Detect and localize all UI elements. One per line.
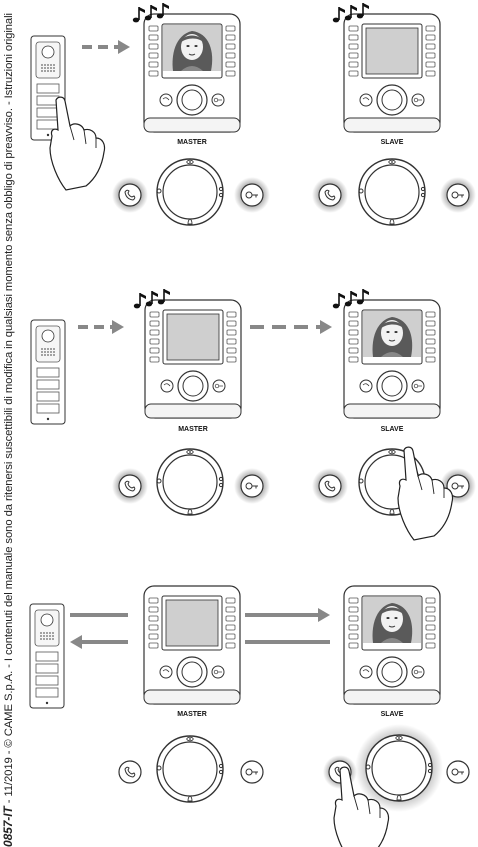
arrow-head bbox=[320, 320, 332, 334]
face-portrait-icon bbox=[362, 310, 422, 358]
slave-label: SLAVE bbox=[381, 711, 404, 718]
pointing-hand-icon bbox=[397, 446, 454, 541]
key-button[interactable] bbox=[446, 760, 470, 784]
key-button[interactable] bbox=[446, 183, 470, 207]
master-controls bbox=[112, 158, 270, 226]
navigation-dial[interactable] bbox=[358, 158, 426, 226]
arrow-head bbox=[112, 320, 124, 334]
handset-button[interactable] bbox=[118, 760, 142, 784]
face-portrait-icon bbox=[162, 24, 222, 72]
pointing-hand-icon bbox=[49, 96, 106, 191]
master-label: MASTER bbox=[177, 711, 207, 718]
slave-controls bbox=[312, 446, 476, 541]
arrow-head bbox=[70, 635, 82, 649]
master-monitor bbox=[143, 13, 241, 133]
door-panel bbox=[29, 603, 65, 709]
row-1: MASTER SLAVE bbox=[30, 2, 476, 226]
navigation-dial[interactable] bbox=[365, 734, 433, 802]
slave-label: SLAVE bbox=[381, 426, 404, 433]
key-button[interactable] bbox=[240, 760, 264, 784]
row-3: MASTER SLAVE bbox=[29, 585, 470, 847]
master-controls bbox=[118, 735, 264, 803]
arrow-head bbox=[318, 608, 330, 622]
handset-button[interactable] bbox=[318, 474, 342, 498]
arrow-head bbox=[118, 40, 130, 54]
face-portrait-icon bbox=[362, 596, 422, 644]
handset-button[interactable] bbox=[118, 474, 142, 498]
master-controls bbox=[112, 448, 270, 516]
navigation-dial[interactable] bbox=[156, 735, 224, 803]
slave-label: SLAVE bbox=[381, 139, 404, 146]
door-panel bbox=[30, 319, 66, 425]
navigation-dial[interactable] bbox=[156, 448, 224, 516]
slave-controls bbox=[312, 158, 476, 226]
slave-monitor bbox=[343, 585, 441, 705]
navigation-dial[interactable] bbox=[156, 158, 224, 226]
row-2: MASTER SLAVE bbox=[30, 288, 476, 541]
handset-button[interactable] bbox=[118, 183, 142, 207]
key-button[interactable] bbox=[240, 474, 264, 498]
key-button[interactable] bbox=[240, 183, 264, 207]
slave-controls bbox=[323, 724, 470, 847]
master-label: MASTER bbox=[178, 426, 208, 433]
slave-monitor bbox=[343, 299, 441, 419]
slave-monitor bbox=[343, 13, 441, 133]
master-monitor bbox=[144, 299, 242, 419]
master-label: MASTER bbox=[177, 139, 207, 146]
master-monitor bbox=[143, 585, 241, 705]
handset-button[interactable] bbox=[318, 183, 342, 207]
